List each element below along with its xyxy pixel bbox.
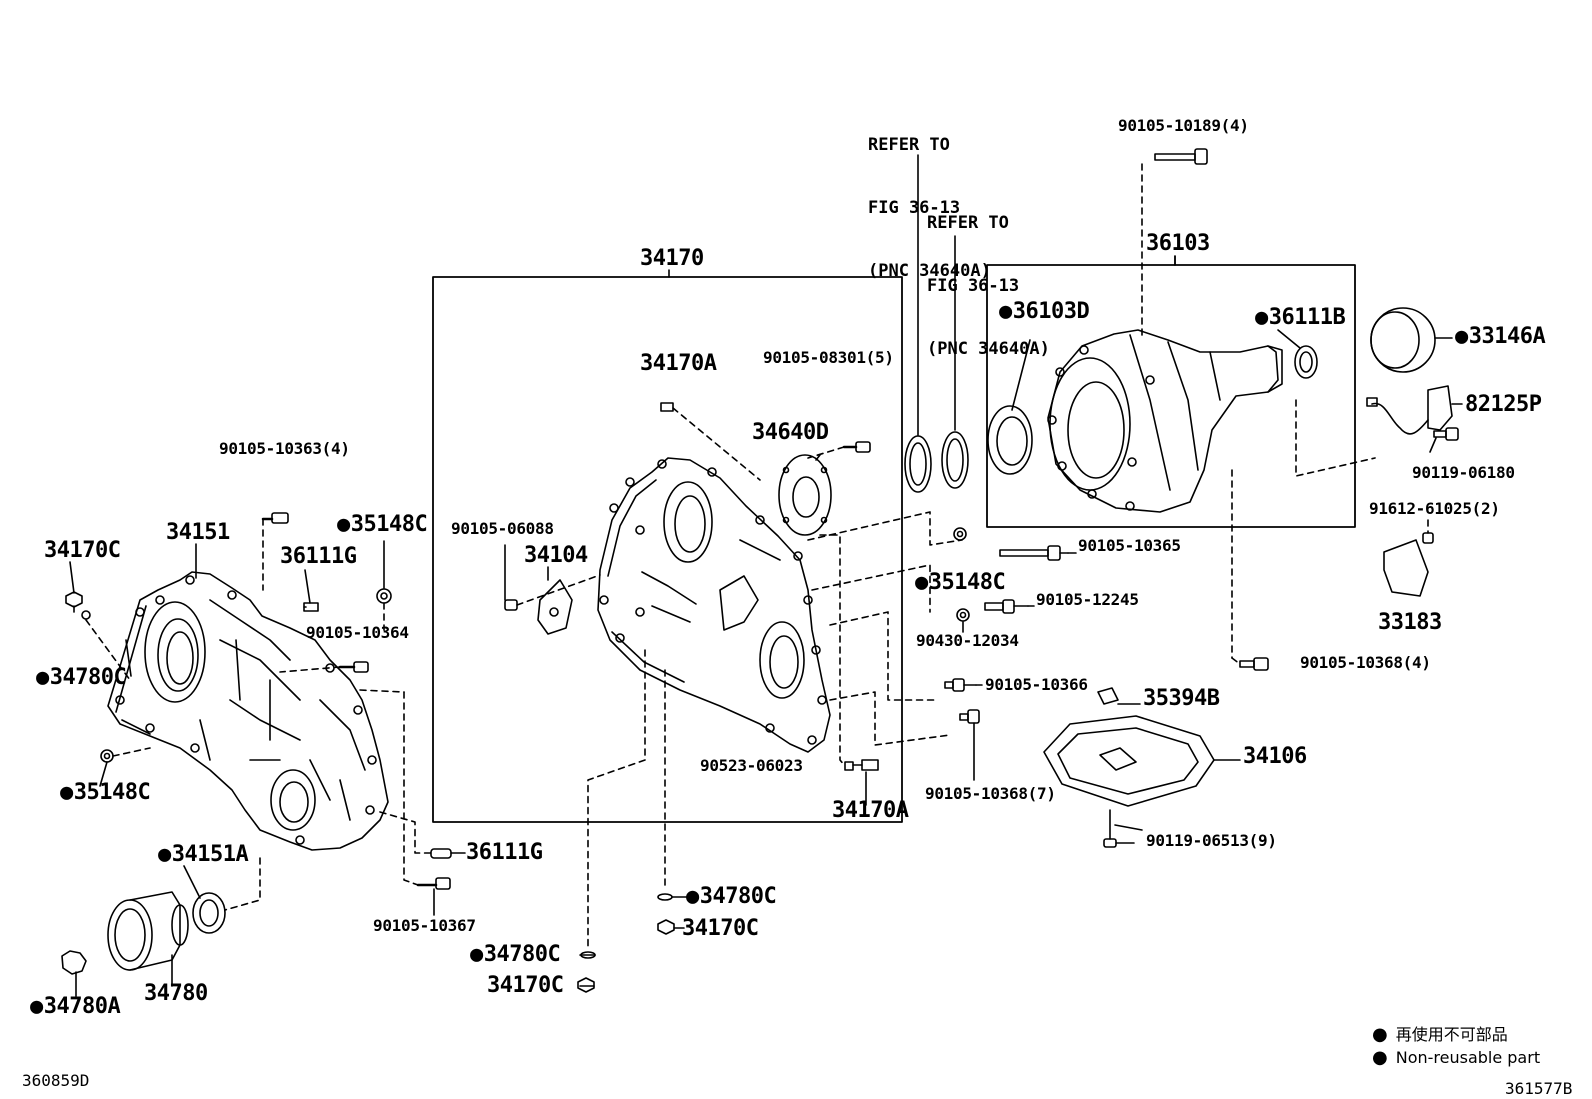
reference-note-1: REFER TO FIG 36-13 (PNC 34640A) — [868, 93, 991, 324]
part-label-90105-10368-4[interactable]: 90105-10368(4) — [1300, 653, 1431, 672]
part-label-91612-61025[interactable]: 91612-61025(2) — [1369, 499, 1500, 518]
case-34170-drawing — [504, 402, 879, 993]
part-label-34104[interactable]: 34104 — [524, 543, 588, 568]
part-label-34780c[interactable]: 34780C — [36, 667, 127, 689]
part-label-36111g[interactable]: 36111G — [466, 840, 543, 865]
center-leaders — [516, 407, 963, 951]
right-leaders — [1141, 163, 1429, 665]
center-right-parts — [904, 431, 1069, 781]
group-label-34170[interactable]: 34170 — [640, 246, 704, 271]
housing-36103-drawing — [987, 148, 1459, 848]
part-label-90105-10368-7[interactable]: 90105-10368(7) — [925, 784, 1056, 803]
part-label-90523-06023[interactable]: 90523-06023 — [700, 756, 803, 775]
part-label-35148c[interactable]: 35148C — [915, 572, 1006, 594]
non-reusable-bullet-icon: ● — [1372, 1047, 1388, 1068]
part-label-34780a[interactable]: 34780A — [30, 996, 121, 1018]
part-label-90105-12245[interactable]: 90105-12245 — [1036, 590, 1139, 609]
part-label-33183[interactable]: 33183 — [1378, 610, 1442, 635]
part-label-35394b[interactable]: 35394B — [1143, 686, 1220, 711]
part-label-34170a[interactable]: 34170A — [832, 798, 909, 823]
part-label-90119-06513[interactable]: 90119-06513(9) — [1146, 831, 1277, 850]
legend-text-jp: 再使用不可部品 — [1395, 1025, 1508, 1044]
part-label-90105-10363[interactable]: 90105-10363(4) — [219, 439, 350, 458]
part-label-90105-08301[interactable]: 90105-08301(5) — [763, 348, 894, 367]
part-label-35148c[interactable]: 35148C — [60, 782, 151, 804]
part-label-34106[interactable]: 34106 — [1243, 744, 1307, 769]
left-small-parts — [61, 512, 452, 975]
reference-line: (PNC 34640A) — [868, 261, 991, 281]
legend-item-en: ● Non-reusable part — [1372, 1047, 1540, 1068]
part-label-90119-06180[interactable]: 90119-06180 — [1412, 463, 1515, 482]
part-label-35148c[interactable]: 35148C — [337, 514, 428, 536]
part-label-90105-10189[interactable]: 90105-10189(4) — [1118, 116, 1249, 135]
part-label-33146a[interactable]: 33146A — [1455, 326, 1546, 348]
part-label-82125p[interactable]: 82125P — [1465, 392, 1542, 417]
legend-text-en: Non-reusable part — [1395, 1048, 1541, 1067]
part-label-34170c[interactable]: 34170C — [44, 538, 121, 563]
part-label-90105-10367[interactable]: 90105-10367 — [373, 916, 476, 935]
part-label-34780c[interactable]: 34780C — [686, 886, 777, 908]
part-label-34151a[interactable]: 34151A — [158, 844, 249, 866]
part-label-90105-06088[interactable]: 90105-06088 — [451, 519, 554, 538]
figure-code-left: 360859D — [22, 1071, 90, 1090]
part-label-34780c[interactable]: 34780C — [470, 944, 561, 966]
part-label-34170c[interactable]: 34170C — [487, 973, 564, 998]
part-label-34170a[interactable]: 34170A — [640, 351, 717, 376]
group-label-36103[interactable]: 36103 — [1146, 231, 1210, 256]
figure-code-right: 361577B — [1505, 1079, 1573, 1098]
reference-line: (PNC 34640A) — [927, 339, 1050, 359]
part-label-90105-10366[interactable]: 90105-10366 — [985, 675, 1088, 694]
part-label-90430-12034[interactable]: 90430-12034 — [916, 631, 1019, 650]
part-label-90105-10365[interactable]: 90105-10365 — [1078, 536, 1181, 555]
reference-line: FIG 36-13 — [868, 198, 961, 218]
part-label-36111b[interactable]: 36111B — [1255, 307, 1346, 329]
part-label-34170c[interactable]: 34170C — [682, 916, 759, 941]
group-box-36103 — [986, 264, 1356, 528]
part-label-90105-10364[interactable]: 90105-10364 — [306, 623, 409, 642]
label-leaders — [69, 255, 1463, 997]
part-label-34780[interactable]: 34780 — [144, 981, 208, 1006]
legend-item-jp: ● 再使用不可部品 — [1372, 1021, 1508, 1045]
part-label-36103d[interactable]: 36103D — [999, 301, 1090, 323]
non-reusable-bullet-icon: ● — [1372, 1024, 1388, 1045]
reference-line: FIG 36-13 — [927, 276, 1020, 296]
reference-note-2: REFER TO FIG 36-13 (PNC 34640A) — [927, 171, 1050, 402]
case-34151-drawing — [107, 571, 389, 851]
part-label-34151[interactable]: 34151 — [166, 520, 230, 545]
part-label-36111g[interactable]: 36111G — [280, 544, 357, 569]
left-leaders — [73, 518, 432, 911]
reference-line: REFER TO — [868, 135, 950, 155]
part-label-34640d[interactable]: 34640D — [752, 420, 829, 445]
reference-line: REFER TO — [927, 213, 1009, 233]
group-box-34170 — [432, 276, 903, 823]
